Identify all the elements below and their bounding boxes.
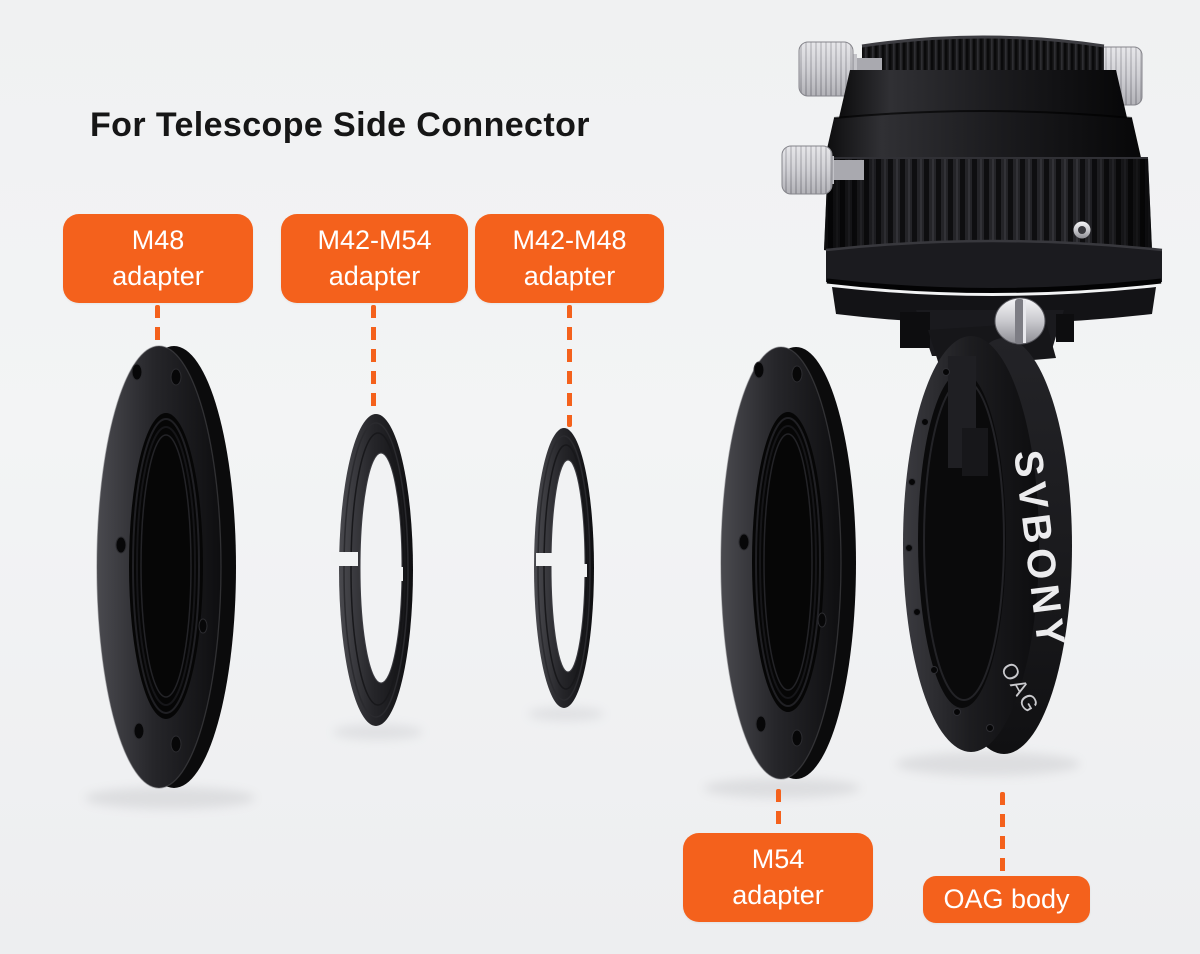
callout-m42-m48-line2: adapter <box>523 260 616 291</box>
m54-adapter-ring <box>720 346 856 780</box>
leader-line-oag-body <box>1000 792 1005 874</box>
ring-notch <box>331 552 358 566</box>
ring-notch <box>380 567 403 581</box>
m48-adapter-ring <box>96 345 236 789</box>
leader-line-m42-m54 <box>371 305 376 413</box>
leader-line-m48 <box>155 305 160 347</box>
screw-holes <box>738 361 827 747</box>
callout-oag-body: OAG body <box>923 876 1090 923</box>
slotted-screw-icon <box>994 297 1046 345</box>
thumbscrew-top-left-icon <box>798 41 882 97</box>
screw-holes <box>115 363 208 753</box>
callout-m48-line2: adapter <box>112 260 204 291</box>
callout-m48-adapter: M48 adapter <box>63 214 253 303</box>
callout-m54-adapter: M54 adapter <box>683 833 873 922</box>
hex-set-screw-icon <box>1073 221 1091 239</box>
callout-m48-line1: M48 <box>131 224 185 255</box>
callout-m42-m48-line1: M42-M48 <box>512 224 627 255</box>
page-title: For Telescope Side Connector <box>90 106 590 144</box>
screw-holes <box>905 368 994 732</box>
callout-m42-m48-adapter: M42-M48 adapter <box>475 214 664 303</box>
callout-m54-line2: adapter <box>732 879 824 910</box>
ring-notch <box>536 553 559 566</box>
ring-notch <box>566 564 587 577</box>
leader-line-m42-m48 <box>567 305 572 427</box>
oag-body: SVBONY OAG <box>903 322 1073 754</box>
callout-oag-body-text: OAG body <box>943 883 1070 914</box>
soft-shadows <box>85 707 1080 809</box>
callout-m42-m54-line2: adapter <box>328 260 421 291</box>
telescope-connector <box>781 35 1163 356</box>
m42-m48-adapter-ring <box>534 428 594 708</box>
leader-line-m54 <box>776 789 781 831</box>
callout-m42-m54-adapter: M42-M54 adapter <box>281 214 468 303</box>
callout-m42-m54-line1: M42-M54 <box>317 224 432 255</box>
thumbscrew-lower-left-icon <box>781 145 864 195</box>
m42-m54-adapter-ring <box>331 414 413 726</box>
callout-m54-line1: M54 <box>751 843 805 874</box>
